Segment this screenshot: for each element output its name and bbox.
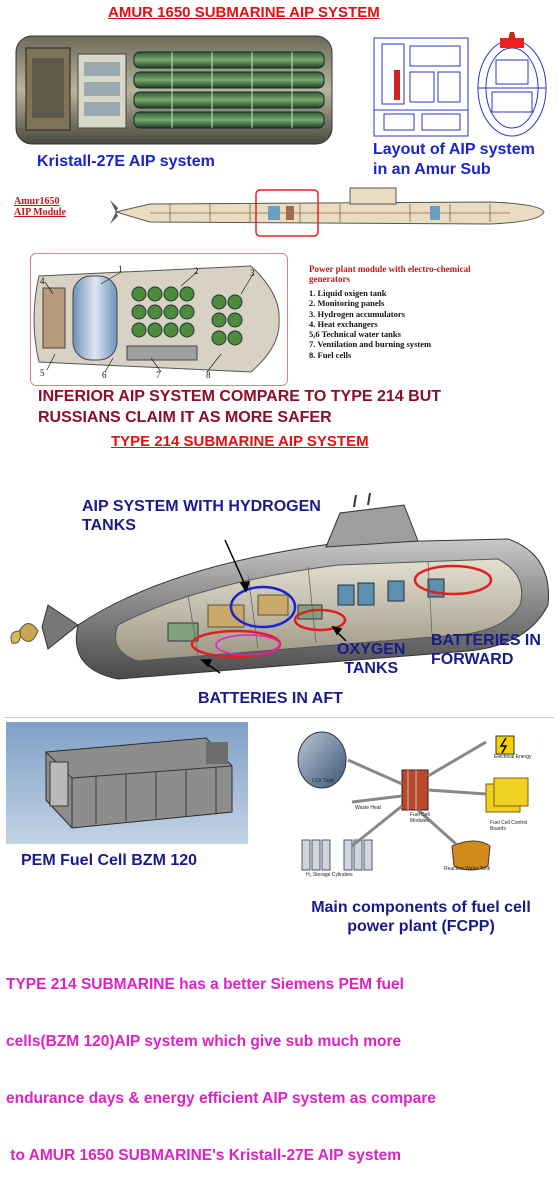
fcpp-waste-heat-label: Waste Heat [355,805,381,811]
type214-submarine-cutaway [8,455,553,715]
layout-label-line1: Layout of AIP system [373,141,535,158]
power-plant-legend: Power plant module with electro-chemical… [309,264,549,360]
legend-item: 7. Ventilation and burning system [309,339,432,350]
amur-comment: INFERIOR AIP SYSTEM COMPARE TO TYPE 214 … [38,386,441,428]
hydrogen-label-line1: AIP SYSTEM WITH HYDROGEN [82,498,321,515]
callout-4: 4 [40,276,45,286]
fcpp-diagram [290,726,554,892]
layout-label: Layout of AIP system in an Amur Sub [373,140,535,180]
amur-comment-line2: RUSSIANS CLAIM IT AS MORE SAFER [38,409,332,426]
conclusion-line2: cells(BZM 120)AIP system which give sub … [6,1033,402,1050]
legend-item: 8. Fuel cells [309,349,352,360]
module-tag-line2: AIP Module [14,207,66,218]
aip-layout-drawing [372,30,552,140]
fcpp-caption: Main components of fuel cell power plant… [293,898,549,936]
module-tag-line1: Amur1650 [14,196,60,207]
layout-label-line2: in an Amur Sub [373,161,491,178]
batt-fwd-line1: BATTERIES IN [431,632,541,649]
callout-8: 8 [206,370,211,380]
oxygen-label-line1: OXYGEN [337,641,406,658]
module-tag: Amur1650 AIP Module [14,196,66,218]
batteries-forward-label: BATTERIES IN FORWARD [431,631,541,669]
fcpp-electrical-label: Electrical Energy [494,754,532,760]
power-plant-module-image [30,253,288,386]
callout-2: 2 [194,266,199,276]
fcpp-water-label: Reaction Water Tank [444,866,491,872]
hydrogen-label-line2: TANKS [82,517,136,534]
conclusion-line1: TYPE 214 SUBMARINE has a better Siemens … [6,976,404,993]
pem-fuel-cell-photo [6,722,248,844]
fcpp-h2-label: H₂ Storage Cylinders [306,872,353,878]
amur-submarine-profile [110,182,548,238]
fcpp-caption-line1: Main components of fuel cell [311,899,531,916]
fcpp-caption-line2: power plant (FCPP) [347,918,495,935]
callout-7: 7 [156,370,161,380]
kristall-label: Kristall-27E AIP system [37,153,215,170]
type214-title: TYPE 214 SUBMARINE AIP SYSTEM [111,433,369,450]
callout-1: 1 [118,264,123,274]
legend-title-line1: Power plant module with electro-chemical [309,264,471,274]
conclusion-text: TYPE 214 SUBMARINE has a better Siemens … [6,937,436,1184]
oxygen-label-line2: TANKS [344,660,399,677]
batteries-aft-label: BATTERIES IN AFT [198,690,343,707]
legend-item: 5,6 Technical water tanks [309,329,401,340]
legend-title-line2: generators [309,274,350,284]
fcpp-modules-label: Fuel Cell Modules [410,812,430,824]
hydrogen-tanks-label: AIP SYSTEM WITH HYDROGEN TANKS [82,497,321,535]
oxygen-tanks-label: OXYGEN TANKS [337,640,405,678]
kristall-module-image [12,28,337,150]
callout-5: 5 [40,368,45,378]
fcpp-lox-label: LOX Tank [312,778,334,784]
legend-list: 1. Liquid oxigen tank 2. Monitoring pane… [309,288,549,360]
legend-title: Power plant module with electro-chemical… [309,264,549,284]
legend-item: 4. Heat exchangers [309,318,378,329]
callout-3: 3 [250,268,255,278]
conclusion-line4: to AMUR 1650 SUBMARINE's Kristall-27E AI… [6,1147,402,1164]
batt-fwd-line2: FORWARD [431,651,514,668]
pem-label: PEM Fuel Cell BZM 120 [21,852,198,869]
amur-comment-line1: INFERIOR AIP SYSTEM COMPARE TO TYPE 214 … [38,388,442,405]
callout-6: 6 [102,370,107,380]
legend-item: 2. Monitoring panels [309,298,385,309]
legend-item: 3. Hydrogen accumulators [309,308,405,319]
conclusion-line3: endurance days & energy efficient AIP sy… [6,1090,436,1107]
fcpp-control-label: Fuel Cell Control Boards [490,820,528,832]
legend-item: 1. Liquid oxigen tank [309,288,387,298]
amur-title: AMUR 1650 SUBMARINE AIP SYSTEM [108,4,380,21]
section-divider [4,717,554,718]
